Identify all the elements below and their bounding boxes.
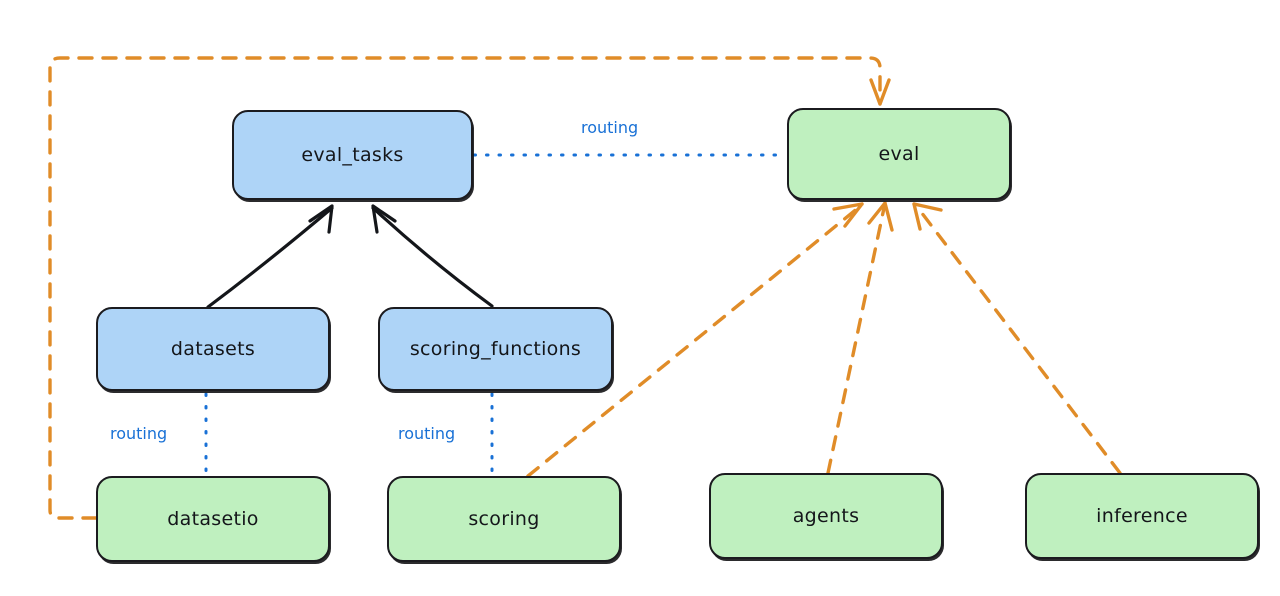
node-eval[interactable]: eval bbox=[787, 108, 1011, 200]
node-agents[interactable]: agents bbox=[709, 473, 943, 559]
edge-label-routing-eval-tasks-eval: routing bbox=[581, 118, 639, 137]
edge-label-routing-datasets-datasetio: routing bbox=[110, 424, 168, 443]
edge-inference-to-eval bbox=[912, 202, 1122, 475]
edge-datasets-to-eval_tasks bbox=[206, 204, 334, 309]
node-scoring[interactable]: scoring bbox=[387, 476, 621, 562]
edge-label-routing-scoring-functions-scoring: routing bbox=[398, 424, 456, 443]
node-label: eval_tasks bbox=[301, 144, 404, 166]
node-scoring-functions[interactable]: scoring_functions bbox=[378, 307, 613, 391]
node-label: datasets bbox=[170, 338, 256, 360]
node-datasetio[interactable]: datasetio bbox=[96, 476, 330, 562]
node-eval-tasks[interactable]: eval_tasks bbox=[232, 110, 473, 200]
node-datasets[interactable]: datasets bbox=[96, 307, 330, 391]
node-label: scoring bbox=[468, 508, 540, 530]
node-label: eval bbox=[878, 143, 920, 165]
edge-agents-to-eval bbox=[826, 201, 894, 475]
node-label: inference bbox=[1096, 505, 1188, 527]
edge-scoring_functions-to-eval_tasks bbox=[371, 204, 494, 308]
node-inference[interactable]: inference bbox=[1025, 473, 1259, 559]
node-label: datasetio bbox=[167, 508, 259, 530]
edge-datasetio-to-eval bbox=[48, 56, 891, 520]
node-label: agents bbox=[792, 505, 860, 527]
edge-scoring-to-eval bbox=[526, 202, 864, 478]
node-label: scoring_functions bbox=[409, 338, 582, 360]
